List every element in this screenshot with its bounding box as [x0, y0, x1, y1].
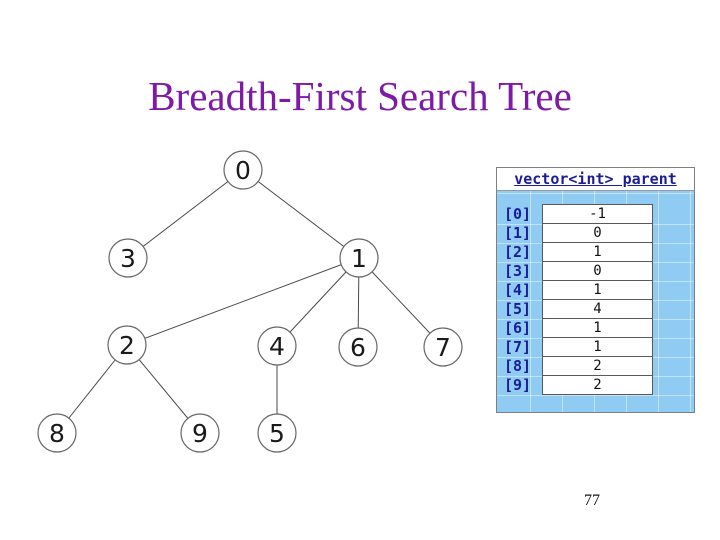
tree-node-label-4: 4 [269, 332, 285, 361]
tree-node-label-5: 5 [269, 419, 285, 448]
parent-table-row-8: [8] 2 [497, 356, 694, 376]
tree-node-2 [107, 325, 147, 365]
parent-table-row-1: [1] 0 [497, 223, 694, 243]
parent-value-cell: 1 [542, 242, 653, 262]
tree-edge-1-2 [126, 257, 360, 346]
parent-table-row-5: [5] 4 [497, 299, 694, 319]
tree-node-label-1: 1 [351, 244, 367, 273]
page-title: Breadth-First Search Tree [148, 73, 572, 119]
tree-node-3 [108, 238, 148, 278]
tree-node-1 [339, 238, 379, 278]
parent-table-row-4: [4] 1 [497, 280, 694, 300]
tree-node-label-8: 8 [49, 419, 65, 448]
tree-node-4 [257, 326, 297, 366]
tree-node-label-0: 0 [235, 156, 251, 185]
parent-value-cell: 2 [542, 375, 653, 395]
tree-node-7 [423, 327, 463, 367]
parent-table-body: [0]-1[1]0[2]1[3]0[4]1[5]4[6]1[7]1[8]2[9]… [497, 191, 694, 412]
parent-value-cell: -1 [542, 204, 653, 224]
tree-node-label-7: 7 [435, 333, 451, 362]
tree-node-9 [180, 413, 220, 453]
tree-node-8 [37, 413, 77, 453]
parent-table-rows: [0]-1[1]0[2]1[3]0[4]1[5]4[6]1[7]1[8]2[9]… [497, 204, 694, 395]
tree-node-6 [338, 327, 378, 367]
tree-node-label-9: 9 [192, 419, 208, 448]
parent-value-cell: 0 [542, 261, 653, 281]
parent-table-row-7: [7] 1 [497, 337, 694, 357]
parent-value-cell: 1 [542, 280, 653, 300]
parent-value-cell: 0 [542, 223, 653, 243]
parent-index-label: [6] [504, 319, 532, 337]
parent-index-label: [7] [504, 338, 532, 356]
tree-edge-0-1 [242, 169, 360, 259]
parent-index-label: [9] [504, 376, 532, 394]
tree-node-5 [257, 413, 297, 453]
parent-index-label: [4] [504, 281, 532, 299]
tree-node-label-6: 6 [350, 333, 366, 362]
parent-index-label: [5] [504, 300, 532, 318]
parent-table-row-3: [3] 0 [497, 261, 694, 281]
parent-index-label: [0] [504, 205, 532, 223]
parent-table-row-9: [9] 2 [497, 375, 694, 395]
parent-index-label: [1] [504, 224, 532, 242]
parent-table-header: vector<int> parent [497, 168, 694, 191]
page-number: 77 [584, 492, 600, 509]
parent-table-row-2: [2] 1 [497, 242, 694, 262]
parent-value-cell: 1 [542, 337, 653, 357]
parent-index-label: [2] [504, 243, 532, 261]
tree-node-0 [223, 150, 263, 190]
parent-vector-table: vector<int> parent [0] -1 [1] 0 [2] 1 [3] 0 [4] 1… [496, 167, 695, 413]
tree-edge-1-4 [276, 257, 360, 347]
parent-table-row-6: [6] 1 [497, 318, 694, 338]
tree-edge-1-7 [358, 257, 444, 348]
parent-table-row-0: [0] -1 [497, 204, 694, 224]
parent-value-cell: 2 [542, 356, 653, 376]
parent-value-cell: 4 [542, 299, 653, 319]
parent-value-cell: 1 [542, 318, 653, 338]
tree-edge-0-3 [127, 169, 244, 259]
tree-node-label-3: 3 [120, 244, 136, 273]
tree-node-label-2: 2 [119, 331, 135, 360]
parent-index-label: [3] [504, 262, 532, 280]
parent-index-label: [8] [504, 357, 532, 375]
